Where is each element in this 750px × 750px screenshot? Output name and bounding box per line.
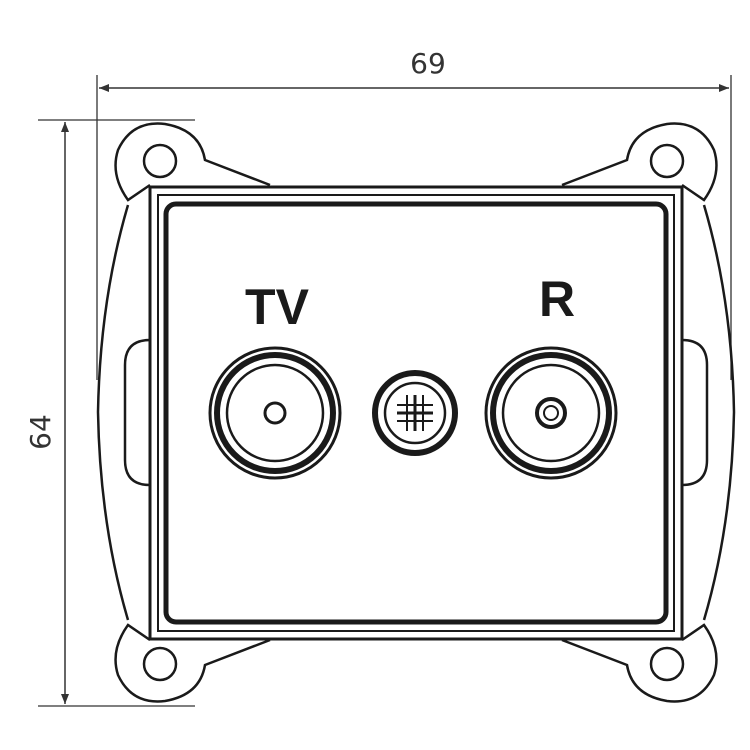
height-dimension: 64 xyxy=(24,119,195,707)
center-screw xyxy=(372,370,458,456)
r-connector xyxy=(484,346,618,480)
width-dimension-label: 69 xyxy=(410,47,446,80)
mounting-holes xyxy=(142,143,685,682)
tv-label: TV xyxy=(245,279,310,335)
r-connector-socket xyxy=(535,397,567,429)
mounting-hole-top-right xyxy=(649,143,685,179)
height-dimension-label: 64 xyxy=(24,414,57,450)
mounting-hole-bottom-right xyxy=(649,646,685,682)
tv-connector xyxy=(208,346,342,480)
r-label: R xyxy=(539,271,575,327)
width-dimension: 69 xyxy=(96,47,732,380)
mounting-hole-bottom-left xyxy=(142,646,178,682)
mounting-hole-top-left xyxy=(142,143,178,179)
tv-connector-pin xyxy=(263,401,287,425)
